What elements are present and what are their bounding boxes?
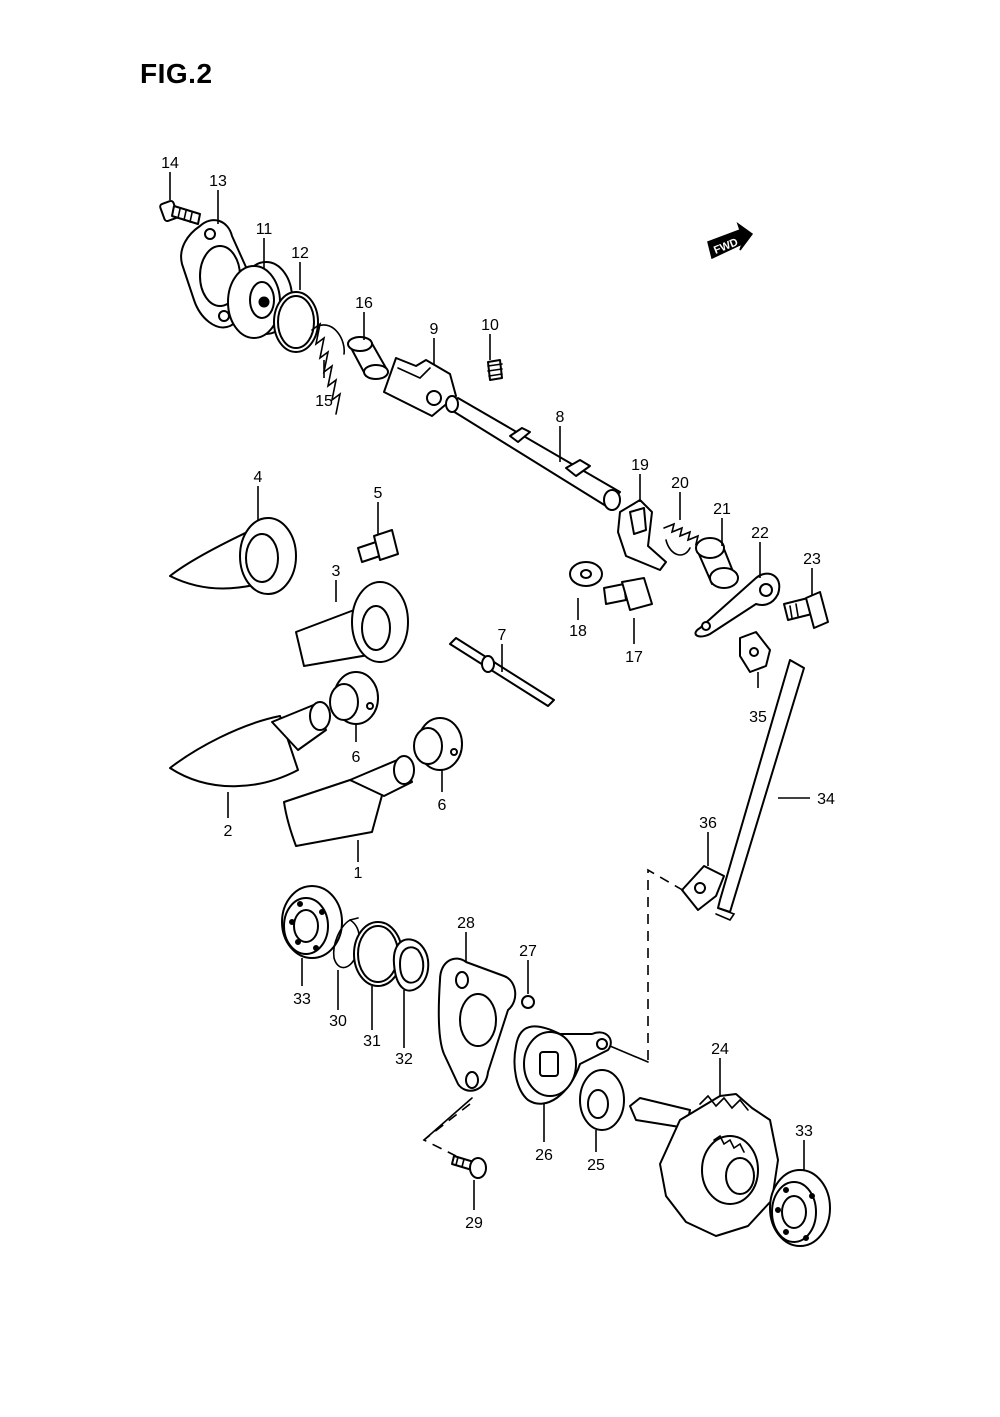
part-34-rod: [715, 659, 805, 921]
callout-02: 2: [224, 823, 233, 840]
part-10-set-screw: [487, 359, 503, 381]
callout-05: 5: [374, 485, 383, 502]
callout-numbers: 14 13 11 12 15 16 9 10 8 19 20 21 22 23 …: [161, 155, 835, 1232]
callout-04: 4: [254, 469, 263, 486]
part-06-collar-upper: [329, 671, 379, 725]
callout-32: 32: [395, 1051, 413, 1068]
fwd-direction-badge: FWD: [707, 222, 754, 260]
part-22-arm: [694, 572, 781, 638]
callout-06-upper: 6: [352, 749, 361, 766]
part-25-washer: [579, 1069, 625, 1131]
part-26-ratchet: [513, 1025, 612, 1105]
part-19-bracket: [617, 499, 667, 571]
callout-08: 8: [556, 409, 565, 426]
callout-01: 1: [354, 865, 363, 882]
part-02-valve: [169, 701, 331, 788]
callout-33-left: 33: [293, 991, 311, 1008]
part-21-collar: [695, 537, 739, 589]
figure-title: FIG.2: [140, 58, 213, 89]
part-01-valve: [283, 755, 415, 847]
part-04-valve: [169, 517, 297, 595]
part-35-clip: [739, 631, 771, 673]
part-32-gasket: [392, 938, 430, 992]
part-28-plate: [437, 957, 517, 1092]
callout-34: 34: [817, 791, 835, 808]
callout-36: 36: [699, 815, 717, 832]
part-18-washer: [569, 561, 603, 587]
callout-11: 11: [256, 221, 273, 238]
part-14-screw: [159, 199, 201, 225]
part-06-collar-lower: [413, 717, 463, 771]
callout-10: 10: [481, 317, 499, 334]
callout-28: 28: [457, 915, 475, 932]
part-33-bearing-left: [281, 885, 343, 959]
callout-19: 19: [631, 457, 649, 474]
callout-27: 27: [519, 943, 537, 960]
callout-33-right: 33: [795, 1123, 813, 1140]
part-03-valve: [295, 581, 409, 667]
callout-12: 12: [291, 245, 309, 262]
part-23-bolt: [783, 591, 829, 629]
callout-07: 7: [498, 627, 507, 644]
callout-18: 18: [569, 623, 587, 640]
part-17-bolt: [603, 577, 653, 611]
part-12-o-ring: [273, 291, 319, 353]
part-20-spring: [663, 522, 707, 556]
part-09-lever: [383, 357, 457, 417]
callout-03: 3: [332, 563, 341, 580]
callout-22: 22: [751, 525, 769, 542]
callout-24: 24: [711, 1041, 729, 1058]
part-24-gear: [629, 1093, 779, 1237]
callout-16: 16: [355, 295, 373, 312]
part-29-screw: [451, 1155, 487, 1179]
callout-20: 20: [671, 475, 689, 492]
part-33-bearing-right: [769, 1169, 831, 1247]
callout-35: 35: [749, 709, 767, 726]
callout-31: 31: [363, 1033, 381, 1050]
callout-06-lower: 6: [438, 797, 447, 814]
callout-13: 13: [209, 173, 227, 190]
callout-26: 26: [535, 1147, 553, 1164]
part-08-shaft: [445, 395, 621, 511]
callout-29: 29: [465, 1215, 483, 1232]
callout-09: 9: [430, 321, 439, 338]
assembly-lines: [422, 868, 687, 1157]
callout-14: 14: [161, 155, 179, 172]
callout-15: 15: [315, 393, 333, 410]
callout-23: 23: [803, 551, 821, 568]
leader-lines: [169, 172, 813, 1210]
callout-21: 21: [713, 501, 731, 518]
part-27-ball: [521, 995, 535, 1009]
callout-30: 30: [329, 1013, 347, 1030]
part-31-o-ring: [353, 921, 403, 987]
part-16-collar: [347, 336, 389, 380]
part-05-bolt: [357, 529, 399, 563]
callout-25: 25: [587, 1157, 605, 1174]
callout-17: 17: [625, 649, 643, 666]
part-36-clip: [681, 865, 725, 911]
